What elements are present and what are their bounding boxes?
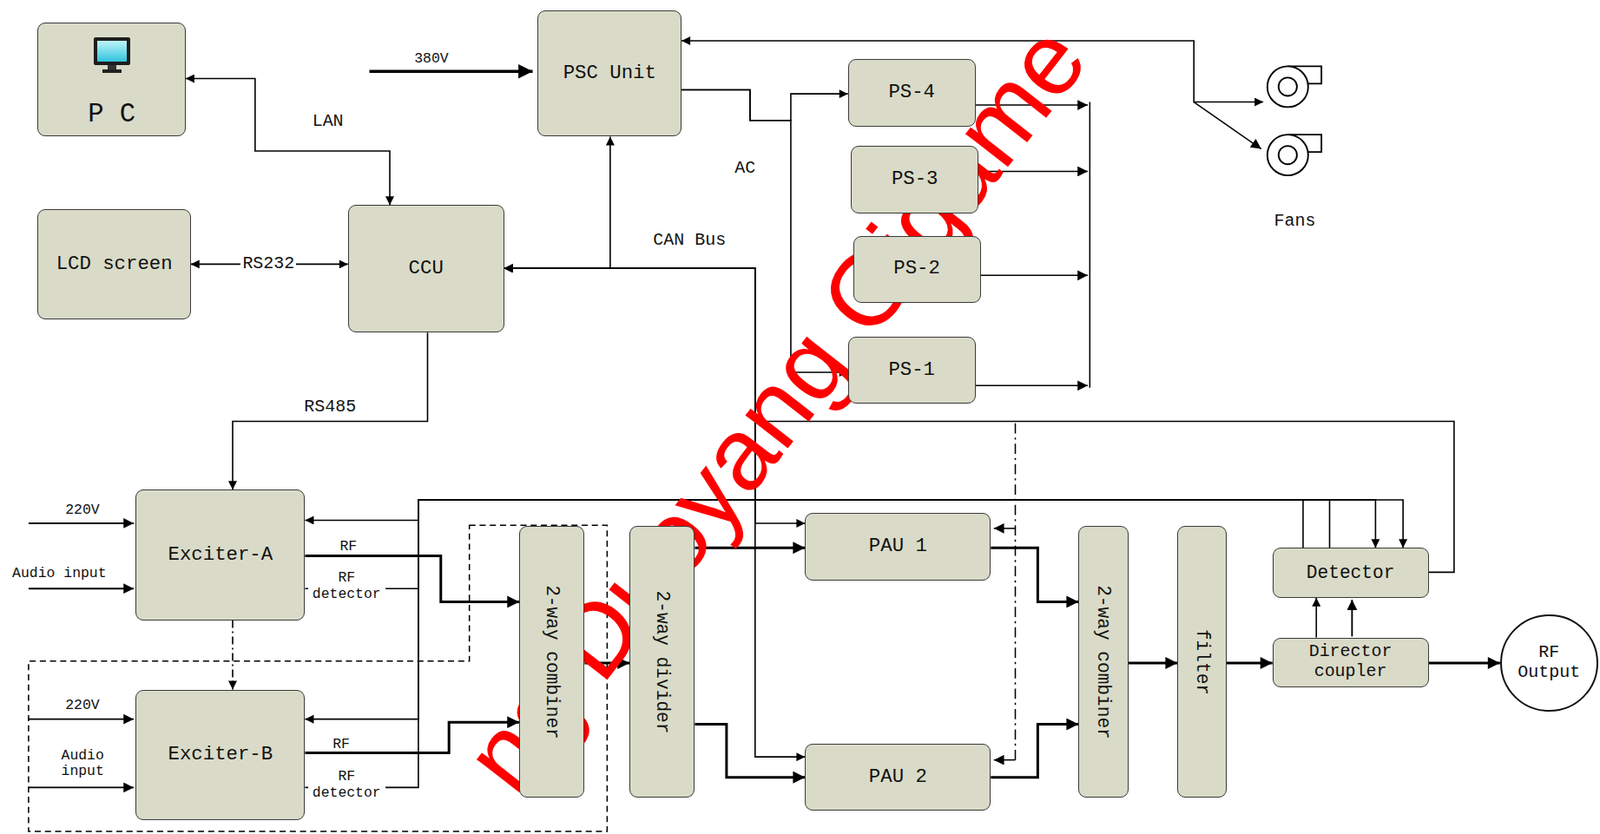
power-supply-box: PS-4 — [848, 59, 976, 127]
filter-box: filter — [1177, 526, 1226, 798]
connector-label: CAN Bus — [652, 230, 726, 251]
node-label: LCD screen — [56, 253, 173, 277]
connector-label: RF detector — [308, 570, 386, 604]
node-label: PS-3 — [891, 168, 939, 191]
node-label: 2-way combiner — [541, 585, 563, 740]
connector — [1128, 661, 1178, 665]
exciter-box: Exciter-A — [135, 489, 305, 620]
connector-label: AC — [734, 158, 756, 179]
connector — [304, 500, 1330, 720]
node-label: PS-2 — [893, 257, 941, 281]
ps-output — [981, 275, 1088, 277]
amplifier-box: PAU 1 — [804, 513, 991, 581]
connector-label: RF — [332, 737, 350, 754]
node-label: PS-1 — [888, 359, 935, 382]
node-label: P C — [87, 99, 136, 131]
amplifier-box: PAU 2 — [804, 744, 991, 812]
connector-label: LAN — [312, 111, 344, 132]
power-supply-box: PS-2 — [853, 236, 982, 304]
computer-box: P C — [37, 22, 185, 138]
voltage-label: 220V — [65, 502, 99, 520]
ps-output — [975, 385, 1088, 388]
connector — [231, 620, 234, 691]
node-label: Detector — [1306, 562, 1396, 584]
node-label: 2-way combiner — [1093, 585, 1114, 740]
connector — [990, 547, 1079, 602]
node-label: Exciter-B — [168, 744, 274, 767]
connector — [681, 89, 849, 120]
output-circle: RF Output — [1500, 614, 1599, 713]
node-label: filter — [1191, 629, 1212, 696]
input-arrow — [28, 522, 134, 525]
voltage-label: 380V — [414, 51, 448, 68]
voltage-label: 220V — [65, 697, 99, 715]
connector — [694, 724, 805, 778]
connector — [304, 500, 1304, 548]
connector-label: RS232 — [240, 254, 297, 275]
dc-feed-arrow — [994, 759, 1016, 762]
exciter-box: Exciter-B — [135, 690, 305, 821]
connector-label: RS485 — [303, 397, 356, 418]
connector — [232, 332, 428, 490]
node-label: PAU 1 — [869, 535, 928, 559]
connector — [1226, 661, 1273, 665]
connector-label: RF — [339, 539, 357, 556]
node-label: PS-4 — [888, 81, 935, 105]
node-label: PSC Unit — [563, 62, 657, 86]
backup-group-outline — [28, 525, 607, 832]
fan-label: Fans — [1263, 56, 1327, 232]
monitor-icon — [92, 35, 132, 74]
connector-label: RF detector — [308, 769, 386, 803]
power-supply-box: PS-1 — [848, 336, 976, 405]
dc-feed-arrow — [994, 527, 1016, 530]
input-arrow — [28, 718, 134, 721]
coupler-arrow — [1350, 599, 1353, 637]
fan-icon — [1267, 65, 1322, 176]
combiner-box: 2-way combiner — [1078, 526, 1129, 798]
detector-box: Detector — [1272, 547, 1429, 599]
node-label: Fans — [1274, 211, 1317, 232]
mains-arrow — [368, 70, 533, 74]
node-label: RF Output — [1507, 643, 1592, 684]
coupler-box: Director coupler — [1272, 638, 1429, 689]
connector — [185, 79, 390, 206]
divider-box: 2-way divider — [629, 526, 695, 798]
combiner-box: 2-way combiner — [519, 526, 585, 798]
dc-feed — [1014, 423, 1017, 761]
power-supply-box: PS-3 — [850, 145, 979, 214]
controller-box: CCU — [348, 204, 505, 333]
connector — [990, 724, 1079, 778]
process-box: PSC Unit — [537, 10, 682, 138]
display-box: LCD screen — [37, 209, 191, 320]
signal-label: Audio input — [51, 748, 115, 782]
input-arrow — [28, 786, 134, 789]
connector — [1315, 598, 1317, 639]
node-label: CCU — [408, 257, 444, 281]
fan-arrow — [1193, 102, 1262, 150]
node-label: PAU 2 — [869, 766, 928, 790]
connector — [504, 136, 611, 269]
dc-bus — [1089, 102, 1092, 389]
signal-label: Audio input — [12, 566, 107, 583]
input-arrow — [28, 587, 134, 590]
connector — [1428, 661, 1501, 665]
node-label: Director coupler — [1278, 642, 1423, 683]
node-label: 2-way divider — [651, 590, 673, 734]
connector — [304, 500, 1403, 589]
node-label: Exciter-A — [168, 544, 274, 567]
